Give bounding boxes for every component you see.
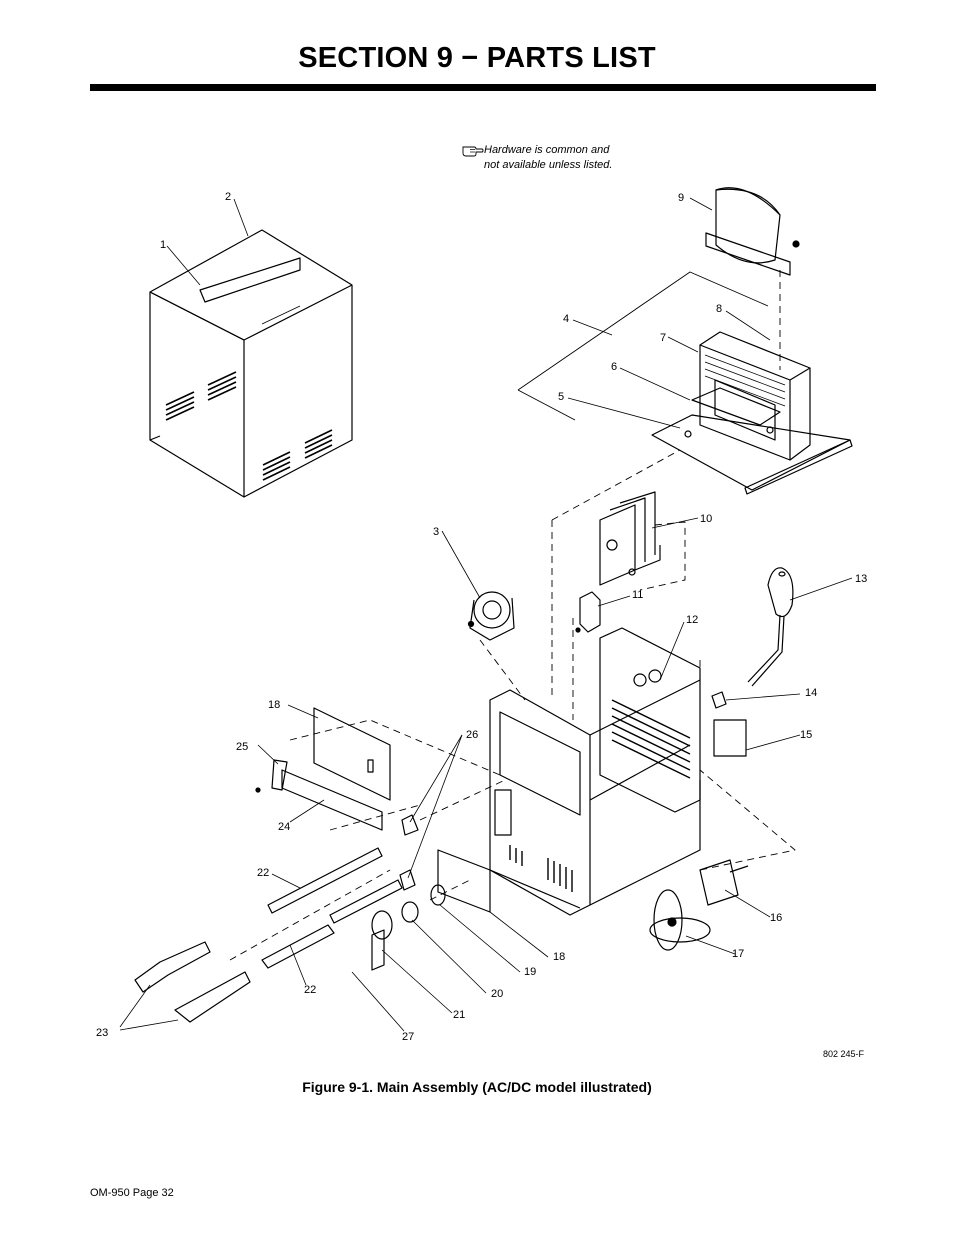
toggle-switch [575, 591, 601, 633]
callout-25: 25 [236, 741, 248, 753]
callout-4: 4 [563, 313, 569, 325]
fan-blade [649, 889, 711, 951]
callout-18-nameplate: 18 [268, 699, 280, 711]
rating-label [713, 719, 747, 757]
hardware-note-line2: not available unless listed. [484, 159, 613, 171]
terminal-boot [371, 910, 393, 940]
callout-8: 8 [716, 303, 722, 315]
rear-panel [599, 627, 701, 813]
callout-24: 24 [278, 821, 290, 833]
electrode-holder [134, 941, 211, 993]
callout-27: 27 [402, 1031, 414, 1043]
hardware-note-line1: Hardware is common and [484, 144, 610, 156]
callout-1: 1 [160, 239, 166, 251]
wrapper-cover [149, 229, 353, 498]
callout-16: 16 [770, 912, 782, 924]
power-cord-plug [747, 567, 794, 687]
callout-22-upper: 22 [257, 867, 269, 879]
callout-11: 11 [632, 589, 643, 601]
callout-5: 5 [558, 391, 564, 403]
callout-3: 3 [433, 526, 439, 538]
page-footer: OM-950 Page 32 [90, 1187, 174, 1199]
front-label [281, 769, 383, 831]
rear-gasket [437, 849, 491, 913]
callout-17: 17 [732, 948, 744, 960]
callout-10: 10 [700, 513, 712, 525]
work-clamp [174, 971, 251, 1023]
callout-19: 19 [524, 966, 536, 978]
range-switch [467, 591, 515, 641]
section-title: SECTION 9 − PARTS LIST [298, 42, 656, 74]
front-nameplate [313, 707, 391, 801]
hardware-note: Hardware is common and not available unl… [484, 143, 612, 173]
callout-14: 14 [805, 687, 817, 699]
rectifier [599, 491, 661, 586]
callout-26: 26 [466, 729, 478, 741]
callout-13: 13 [855, 573, 867, 585]
fan-motor [699, 859, 739, 906]
callout-7: 7 [660, 332, 666, 344]
pointing-hand-icon [462, 146, 484, 157]
callout-21: 21 [453, 1009, 465, 1021]
callout-6: 6 [611, 361, 617, 373]
callout-9: 9 [678, 192, 684, 204]
electrode-cable [267, 847, 383, 914]
drawing-number: 802 245-F [823, 1049, 865, 1059]
title-rule [90, 84, 876, 91]
base-front-panel [489, 679, 701, 916]
strain-relief [711, 691, 727, 709]
callout-2: 2 [225, 191, 231, 203]
control-knob [271, 759, 288, 791]
nut [401, 901, 419, 923]
callout-18-gasket: 18 [553, 951, 565, 963]
work-cable [261, 924, 335, 969]
bushing [430, 884, 446, 906]
callout-20: 20 [491, 988, 503, 1000]
callout-22-lower: 22 [304, 984, 316, 996]
figure-caption: Figure 9-1. Main Assembly (AC/DC model i… [302, 1079, 652, 1095]
callout-12: 12 [686, 614, 698, 626]
callout-15: 15 [800, 729, 812, 741]
reactor-cover [705, 187, 800, 276]
callout-23: 23 [96, 1027, 108, 1039]
main-transformer [517, 271, 853, 495]
output-terminal [401, 814, 419, 836]
